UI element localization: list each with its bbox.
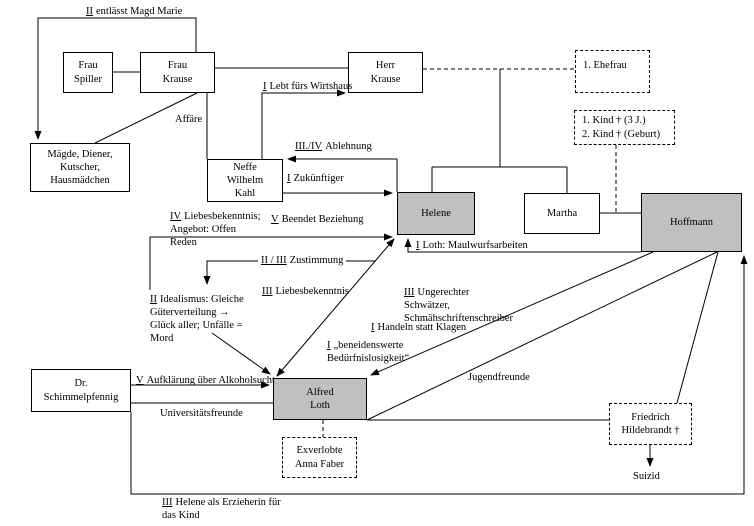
connector-erzieherin-loop	[130, 255, 748, 495]
box-erste-ehefrau: 1. Ehefrau	[575, 50, 650, 93]
connector-idealismus-loth	[211, 332, 271, 375]
box-wilhelm-kahl: Neffe Wilhelm Kahl	[207, 159, 283, 202]
label-affaere: Affäre	[175, 114, 203, 125]
connector-wirtshaus	[261, 89, 346, 159]
connector-krause-maegde	[94, 92, 198, 144]
connector-ablehnung	[287, 155, 398, 192]
box-exverlobte: Exverlobte Anna Faber	[282, 437, 357, 478]
label-suizid: Suizid	[633, 471, 660, 482]
connector-maulwurf	[404, 238, 641, 253]
label-beneidenswerte: I„beneidenswerte Bedürfnislosigkeit“	[327, 340, 410, 365]
box-frau-spiller: Frau Spiller	[63, 52, 113, 93]
box-martha: Martha	[524, 193, 600, 234]
box-frau-krause: Frau Krause	[140, 52, 215, 93]
box-helene: Helene	[397, 192, 475, 235]
box-kinder: 1. Kind † (3 J.) 2. Kind † (Geburt)	[574, 110, 675, 145]
connector-entlaesst	[34, 17, 197, 140]
box-herr-krause: Herr Krause	[348, 52, 423, 93]
box-maegde: Mägde, Diener, Kutscher, Hausmädchen	[30, 143, 130, 192]
box-hoffmann: Hoffmann	[641, 193, 742, 252]
box-schimmelpfennig: Dr. Schimmelpfennig	[31, 369, 131, 412]
connector-hoffmann-hildebrandt	[676, 251, 719, 404]
label-jugendfreunde: Jugendfreunde	[468, 372, 530, 383]
connector-beendet	[149, 233, 393, 290]
label-universitaetsfreunde: Universitätsfreunde	[160, 408, 243, 419]
box-hildebrandt: Friedrich Hildebrandt †	[609, 403, 692, 445]
connector-loth-helene	[276, 238, 395, 377]
box-alfred-loth: Alfred Loth	[273, 378, 367, 420]
connector-hoffmann-loth-b	[370, 251, 654, 376]
connector-hoffmann-loth-a	[366, 251, 718, 421]
